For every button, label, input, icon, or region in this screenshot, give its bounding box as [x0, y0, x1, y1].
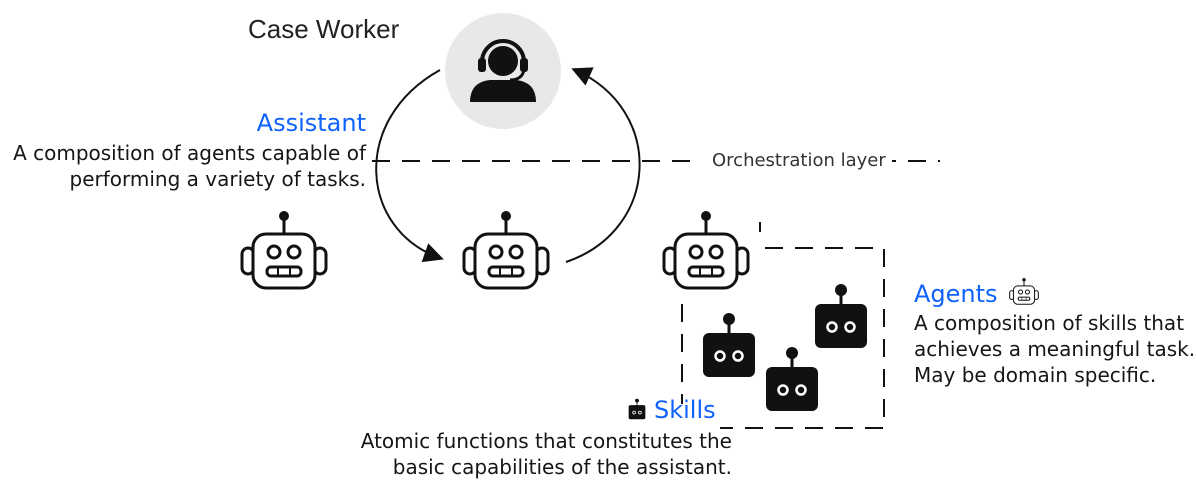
arrow-to-case-worker	[565, 67, 641, 263]
agents-description-line3: May be domain specific.	[914, 363, 1157, 387]
agents-description: A composition of skills that achieves a …	[914, 310, 1196, 388]
skills-heading: Skills	[628, 396, 716, 424]
agents-description-line1: A composition of skills that	[914, 311, 1185, 335]
case-worker-label: Case Worker	[248, 14, 400, 44]
robot-icon-skill-3	[764, 345, 820, 413]
skills-title: Skills	[654, 396, 716, 424]
assistant-title: Assistant	[256, 109, 366, 137]
robot-icon-agent-right	[662, 209, 750, 290]
robot-icon-agent-center	[462, 209, 550, 290]
robot-icon-skill-1	[701, 311, 757, 379]
robot-filled-icon	[628, 398, 646, 420]
headset-person-icon	[470, 39, 536, 102]
case-worker-avatar	[445, 13, 561, 129]
orchestration-layer-label: Orchestration layer	[706, 150, 892, 171]
arrow-to-agent	[375, 69, 444, 263]
agent-skills-box	[681, 247, 885, 429]
skills-description: Atomic functions that constitutes the ba…	[332, 428, 732, 480]
skills-description-line1: Atomic functions that constitutes the	[360, 429, 732, 453]
robot-outline-icon	[1009, 277, 1040, 305]
assistant-description-line1: A composition of agents capable of	[13, 141, 366, 165]
assistant-description: A composition of agents capable of perfo…	[0, 140, 366, 192]
agents-title: Agents	[914, 280, 998, 308]
agents-description-line2: achieves a meaningful task.	[914, 337, 1196, 361]
assistant-description-line2: performing a variety of tasks.	[69, 167, 366, 191]
skills-description-line2: basic capabilities of the assistant.	[392, 455, 732, 479]
robot-icon-agent-left	[240, 209, 328, 290]
agents-heading: Agents	[914, 277, 1040, 308]
robot-icon-skill-2	[813, 282, 869, 350]
